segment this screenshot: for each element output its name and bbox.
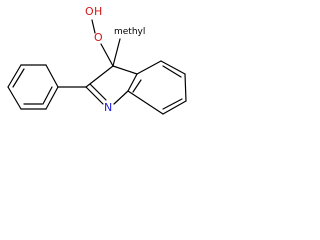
atom-labels: O H O methyl N (85, 5, 145, 114)
peroxide-oxygen-label: O (94, 31, 103, 44)
phenyl-ring (7, 64, 59, 110)
bond-c2-n1-double (89, 83, 107, 101)
hydroxyl-hydrogen-label: H (94, 5, 102, 18)
molecule-structure: O H O methyl N (7, 5, 187, 115)
bond-c2-c3 (85, 65, 114, 88)
bond-n1-c7a (113, 90, 129, 105)
bond-o-o (91, 19, 96, 34)
bonds-core (57, 19, 138, 105)
bond-c3-methyl (112, 38, 121, 67)
bond-c3-c3a (112, 65, 138, 75)
hydroxyl-oxygen-label: O (85, 5, 94, 18)
bond-c2-n1 (85, 86, 104, 105)
benzo-ring (127, 60, 187, 115)
ring-nitrogen-label: N (104, 101, 112, 114)
methyl-label: methyl (114, 27, 145, 37)
bond-c3-o (100, 43, 114, 67)
